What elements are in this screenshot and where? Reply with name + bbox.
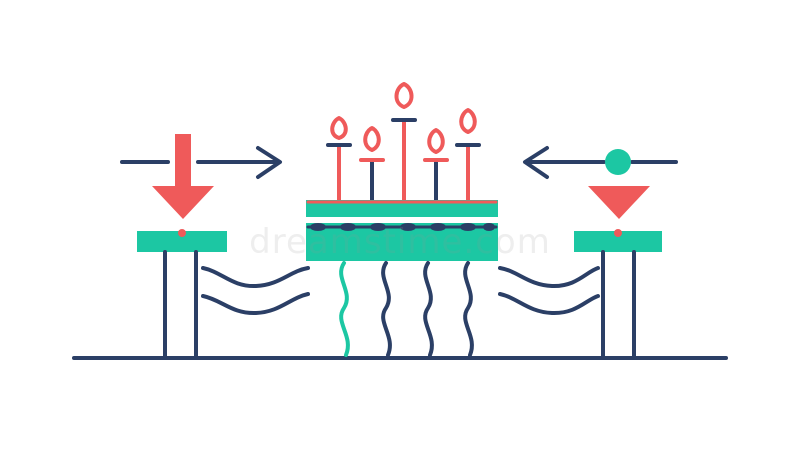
- cake-decoration-dots: [310, 223, 495, 231]
- flame-icon: [330, 116, 348, 140]
- right-pillar: [601, 250, 636, 358]
- left-contact-point: [178, 229, 186, 237]
- right-wavy-wire-upper: [498, 266, 600, 289]
- right-wavy-wire-lower: [498, 292, 600, 316]
- cake-wavy-leg: [381, 261, 392, 357]
- cake-wavy-leg: [423, 261, 434, 357]
- flame-icon: [459, 108, 477, 134]
- flame-icon: [427, 128, 445, 154]
- cake: [306, 82, 498, 357]
- cake-top-tier: [306, 200, 498, 217]
- left-arrow-icon: [523, 146, 606, 179]
- right-arrow-icon: [196, 146, 282, 179]
- right-contact-point: [614, 229, 622, 237]
- left-station: [120, 134, 310, 358]
- left-platform: [137, 231, 227, 252]
- candles: [326, 82, 481, 216]
- right-platform: [574, 231, 662, 252]
- cake-wavy-leg: [339, 261, 350, 357]
- left-down-arrow-shaft: [175, 134, 191, 192]
- left-wavy-wire-upper: [201, 266, 310, 289]
- right-triangle-indicator: [588, 186, 650, 219]
- down-arrow-icon: [152, 186, 214, 219]
- flame-icon: [394, 82, 414, 109]
- flame-icon: [363, 126, 381, 152]
- right-station: [498, 146, 678, 358]
- cake-wavy-leg: [463, 261, 474, 357]
- right-ball: [605, 149, 631, 175]
- left-pillar: [163, 250, 198, 358]
- left-wavy-wire-lower: [201, 292, 310, 316]
